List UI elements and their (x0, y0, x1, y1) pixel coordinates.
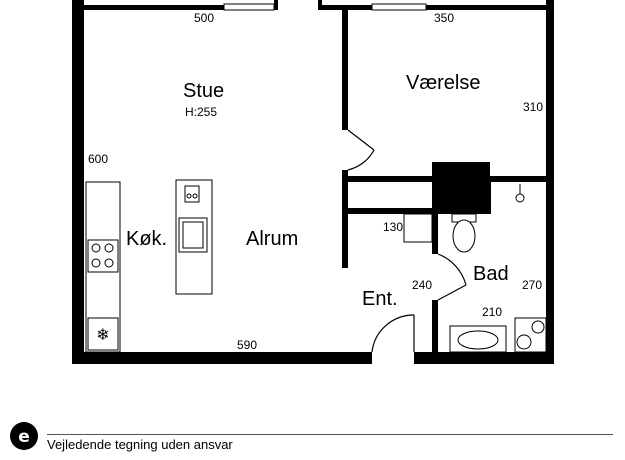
svg-text:e: e (18, 427, 30, 447)
dimension-top-left: 500 (194, 11, 215, 25)
dimension-bottom: 590 (237, 338, 258, 352)
toilet (451, 213, 477, 253)
windows (223, 3, 427, 11)
footer-disclaimer: Vejledende tegning uden ansvar (47, 437, 233, 452)
closet (403, 213, 433, 243)
svg-text:❄: ❄ (96, 325, 109, 344)
dimension-bad-width: 210 (482, 305, 503, 319)
room-label-stue: Stue (183, 80, 225, 102)
kitchen-counter: ❄ (85, 181, 121, 353)
dimension-closet: 130 (383, 220, 404, 234)
outer-walls (72, 0, 554, 364)
room-label-bad: Bad (473, 263, 509, 285)
dimension-top-right: 350 (434, 11, 455, 25)
footer-divider (47, 434, 613, 435)
room-label-kokken: Køk. (126, 228, 168, 250)
washing-machine (514, 317, 547, 353)
room-label-vaerelse: Værelse (406, 72, 481, 94)
shower-head (515, 184, 525, 203)
ceiling-height-label: H:255 (185, 105, 218, 119)
room-label-entre: Ent. (362, 288, 398, 310)
brand-logo-icon: e (10, 422, 38, 450)
dimension-bad-depth: 270 (522, 278, 543, 292)
room-label-alrum: Alrum (246, 228, 299, 250)
dimension-entre: 240 (412, 278, 433, 292)
dimension-left: 600 (88, 152, 109, 166)
bathroom-sink (449, 325, 507, 353)
interior-walls (342, 5, 546, 352)
doors (347, 129, 467, 353)
kitchen-island (175, 179, 213, 295)
dimension-vaerelse: 310 (523, 100, 544, 114)
